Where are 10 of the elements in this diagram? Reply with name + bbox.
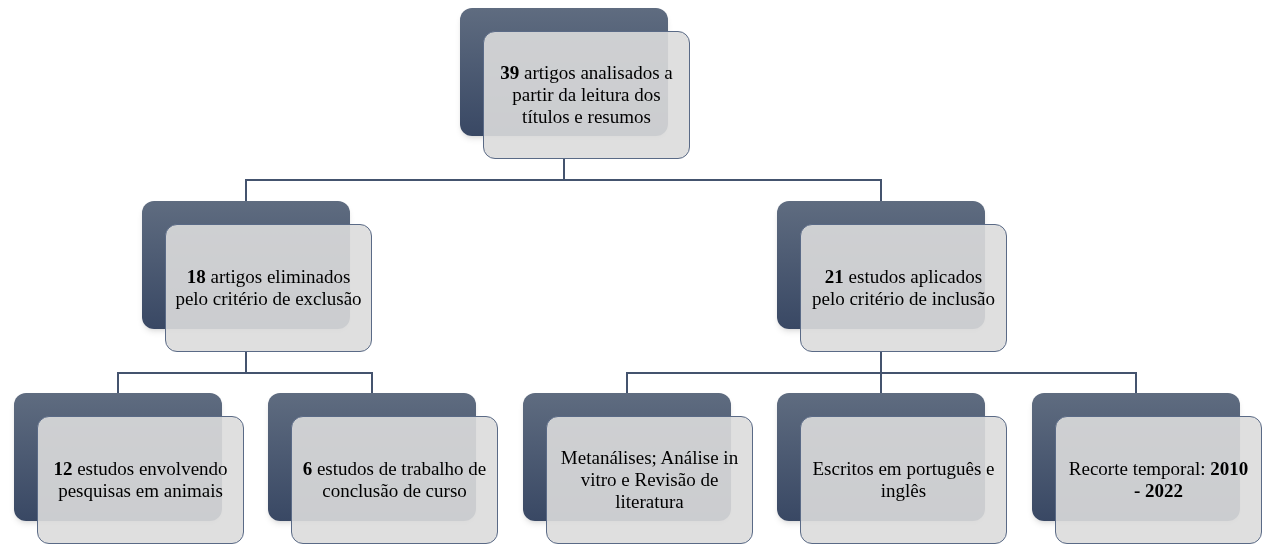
connector-line [563, 158, 882, 202]
text-card: Escritos em português e inglês [800, 416, 1007, 544]
text-card: 12 estudos envolvendo pesquisas em animais [37, 416, 244, 544]
text-card: Recorte temporal: 2010 - 2022 [1055, 416, 1262, 544]
text-card: 21 estudos aplicados pelo critério de inclusão [800, 224, 1007, 352]
connector-line [245, 351, 373, 394]
text-card: 39 artigos analisados a partir da leitura dos títulos e resumos [483, 31, 690, 159]
text-card: Metanálises; Análise in vitro e Revisão de literatura [546, 416, 753, 544]
text-card: 6 estudos de trabalho de conclusão de curso [291, 416, 498, 544]
text-card: 18 artigos eliminados pelo critério de exclusão [165, 224, 372, 352]
